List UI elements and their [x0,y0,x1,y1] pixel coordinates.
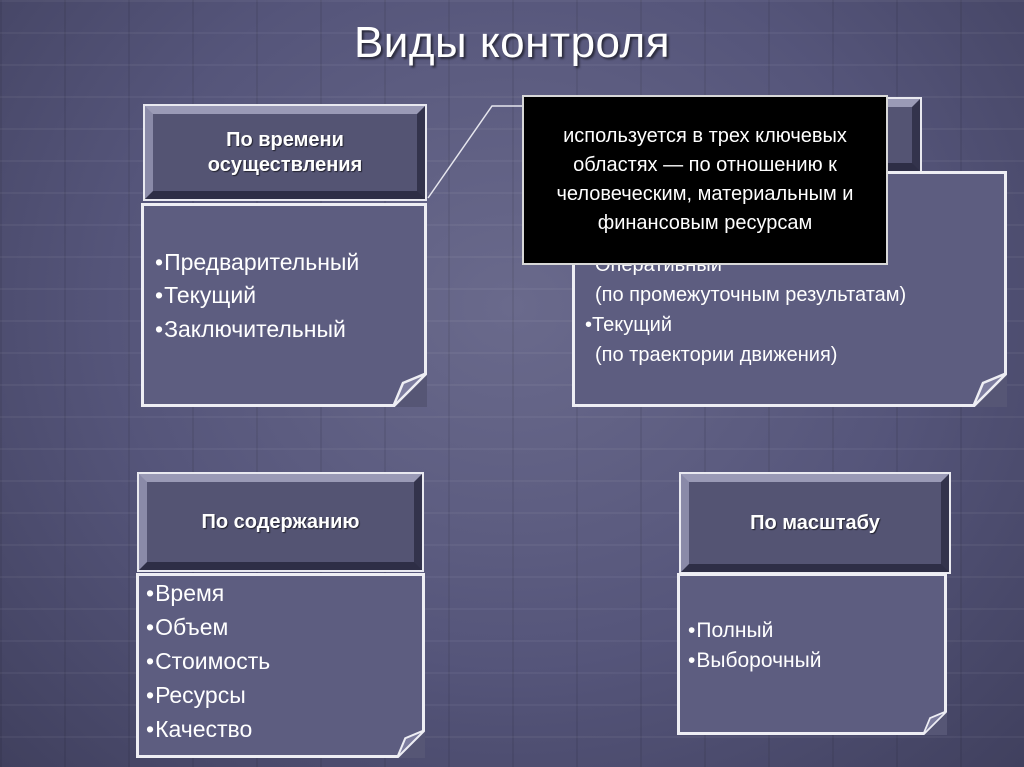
list-item: Ресурсы [146,678,422,712]
list-item-label: Текущий [592,314,673,336]
list-item: Предварительный [155,246,424,279]
page-curl [923,711,947,735]
callout-text: используется в трех ключевых областях — … [556,125,854,234]
note-time: Предварительный Текущий Заключительный [141,203,427,407]
list-item: (по траектории движения) [595,344,838,366]
header-time: По времени осуществления [145,106,425,199]
header-scale: По масштабу [681,474,949,572]
note-content: Время Объем Стоимость Ресурсы Качество [136,573,425,758]
list-item: Стоимость [146,644,422,678]
note-scale: Полный Выборочный [677,573,947,735]
list-item: Выборочный [688,646,944,676]
page-curl [397,730,425,758]
page-curl [973,373,1007,407]
list-item: Качество [146,712,422,746]
list-item: Объем [146,610,422,644]
header-content: По содержанию [139,474,422,570]
header-scale-label: По масштабу [750,511,880,534]
list-item: Время [146,576,422,610]
page-curl [393,373,427,407]
list-item: Заключительный [155,313,424,346]
header-content-label: По содержанию [201,510,360,533]
list-item: Текущий [155,279,424,312]
header-time-label: По времени осуществления [207,128,363,176]
callout-tooltip: используется в трех ключевых областях — … [522,95,888,265]
list-item: (по промежуточным результатам) [595,284,907,306]
slide-title: Виды контроля [353,18,671,67]
list-item: •Текущий [585,314,673,336]
list-item: Полный [688,616,944,646]
